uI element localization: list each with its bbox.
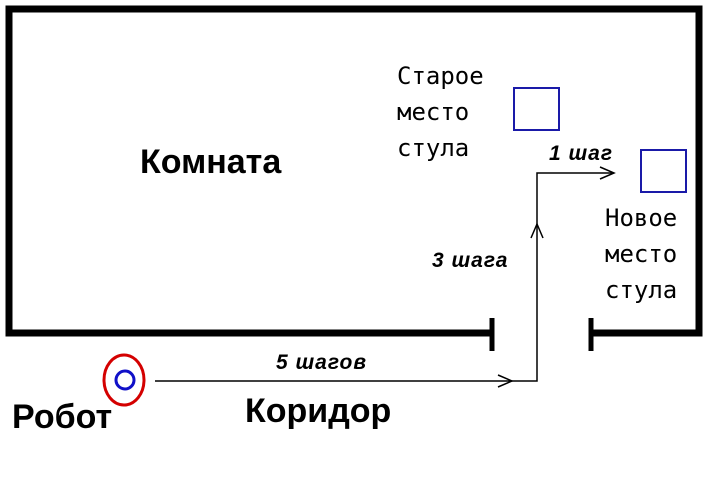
new-chair-label-line: место [605, 240, 678, 268]
arrowhead-up [530, 222, 544, 239]
room-wall-left [5, 5, 703, 337]
steps-5-label: 5 шагов [276, 351, 368, 374]
old-chair-square [513, 87, 560, 131]
old-chair-label-line: стула [397, 134, 470, 162]
robot-path [155, 172, 612, 382]
corridor-label: Коридор [245, 392, 392, 430]
steps-1-label: 1 шаг [549, 142, 614, 165]
robot-outer-ring [102, 353, 146, 407]
new-chair-label-line: стула [605, 276, 678, 304]
new-chair-label-line: Новое [605, 204, 678, 232]
robot-label: Робот [12, 398, 113, 436]
old-chair-label-line: Старое [397, 62, 484, 90]
arrowhead-right-room [599, 166, 616, 180]
arrowhead-right-corridor [497, 374, 514, 388]
robot-inner-ring [114, 369, 136, 391]
room-label: Комната [140, 143, 282, 181]
steps-3-label: 3 шага [432, 249, 509, 272]
old-chair-label: Старое место стула [397, 58, 484, 166]
new-chair-square [640, 149, 687, 193]
new-chair-label: Новое место стула [605, 200, 677, 308]
old-chair-label-line: место [397, 98, 470, 126]
